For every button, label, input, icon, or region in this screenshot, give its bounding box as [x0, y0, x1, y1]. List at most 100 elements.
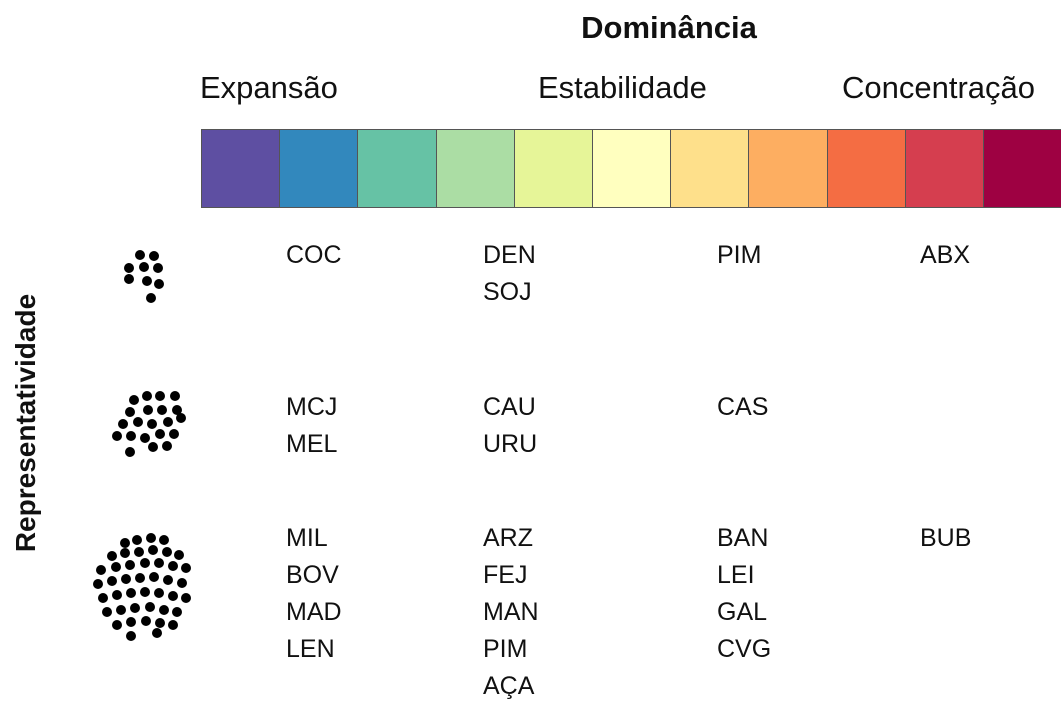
dot	[162, 547, 172, 557]
medium-dots-icon	[112, 391, 186, 457]
category-code: MIL	[286, 524, 328, 552]
dot	[149, 251, 159, 261]
category-code: MEL	[286, 430, 338, 458]
dot	[107, 576, 117, 586]
cell-row3-col2: ARZ FEJ MAN PIM AÇA	[483, 520, 539, 705]
dot	[152, 628, 162, 638]
dot	[148, 545, 158, 555]
dot	[139, 262, 149, 272]
dot	[170, 391, 180, 401]
category-code: ARZ	[483, 524, 533, 552]
dot	[141, 616, 151, 626]
dot	[132, 535, 142, 545]
category-code: CVG	[717, 635, 772, 663]
dot	[102, 607, 112, 617]
dot	[155, 391, 165, 401]
color-swatch-6	[592, 130, 672, 207]
dot	[176, 413, 186, 423]
category-code: DEN	[483, 241, 536, 269]
dominance-color-scale	[201, 129, 1061, 208]
color-swatch-2	[280, 130, 359, 207]
cell-row2-col1: MCJ MEL	[286, 389, 337, 463]
dot	[157, 405, 167, 415]
category-code: MAN	[483, 598, 539, 626]
color-swatch-5	[514, 130, 593, 207]
dot	[135, 573, 145, 583]
few-dots-icon	[124, 250, 164, 303]
dot	[111, 562, 121, 572]
cell-row1-col3: PIM	[717, 237, 761, 274]
dot	[154, 558, 164, 568]
category-code: BUB	[920, 524, 972, 552]
dot	[112, 431, 122, 441]
diagram-title: Dominância	[581, 10, 757, 45]
dot	[120, 538, 130, 548]
dot	[168, 591, 178, 601]
color-swatch-1	[202, 130, 281, 207]
category-code: BAN	[717, 524, 769, 552]
category-code: COC	[286, 241, 342, 269]
category-code: FEJ	[483, 561, 528, 589]
dot	[125, 447, 135, 457]
cell-row3-col3: BAN LEI GAL CVG	[717, 520, 771, 668]
dot	[124, 274, 134, 284]
regime-label-expansao: Expansão	[200, 70, 338, 105]
dot	[168, 561, 178, 571]
dot	[129, 395, 139, 405]
color-swatch-10	[905, 130, 984, 207]
category-code: SOJ	[483, 278, 532, 306]
dot	[126, 431, 136, 441]
dot	[112, 590, 122, 600]
category-code: GAL	[717, 598, 768, 626]
dot	[93, 579, 103, 589]
dot	[174, 550, 184, 560]
category-code: CAS	[717, 393, 769, 421]
color-swatch-3	[358, 130, 437, 207]
color-swatch-7	[671, 130, 750, 207]
dot	[116, 605, 126, 615]
dot	[98, 593, 108, 603]
dot	[146, 533, 156, 543]
dot	[143, 405, 153, 415]
cell-row1-col2: DEN SOJ	[483, 237, 536, 311]
category-code: PIM	[483, 635, 528, 663]
dot	[112, 620, 122, 630]
dot	[125, 560, 135, 570]
color-swatch-9	[827, 130, 906, 207]
dot	[172, 607, 182, 617]
dot	[142, 391, 152, 401]
category-code: LEI	[717, 561, 755, 589]
category-code: URU	[483, 430, 538, 458]
dot	[155, 429, 165, 439]
dot	[140, 433, 150, 443]
cell-row3-col4: BUB	[920, 520, 971, 557]
category-code: ABX	[920, 241, 971, 269]
dot	[125, 407, 135, 417]
dot	[126, 617, 136, 627]
dot	[140, 558, 150, 568]
category-code: PIM	[717, 241, 762, 269]
dot	[133, 417, 143, 427]
cell-row1-col4: ABX	[920, 237, 970, 274]
color-swatch-11	[983, 130, 1061, 207]
color-swatch-4	[436, 130, 515, 207]
category-code: MCJ	[286, 393, 338, 421]
dot	[121, 574, 131, 584]
category-code: CAU	[483, 393, 536, 421]
dot	[126, 631, 136, 641]
dot	[163, 575, 173, 585]
dot	[130, 603, 140, 613]
dot	[126, 588, 136, 598]
dot	[159, 535, 169, 545]
dot	[148, 442, 158, 452]
category-code: BOV	[286, 561, 339, 589]
dot	[146, 293, 156, 303]
cell-row2-col2: CAU URU	[483, 389, 537, 463]
category-code: LEN	[286, 635, 335, 663]
dot	[163, 417, 173, 427]
dot	[135, 250, 145, 260]
dot	[120, 548, 130, 558]
category-code: AÇA	[483, 672, 535, 700]
dot	[118, 419, 128, 429]
